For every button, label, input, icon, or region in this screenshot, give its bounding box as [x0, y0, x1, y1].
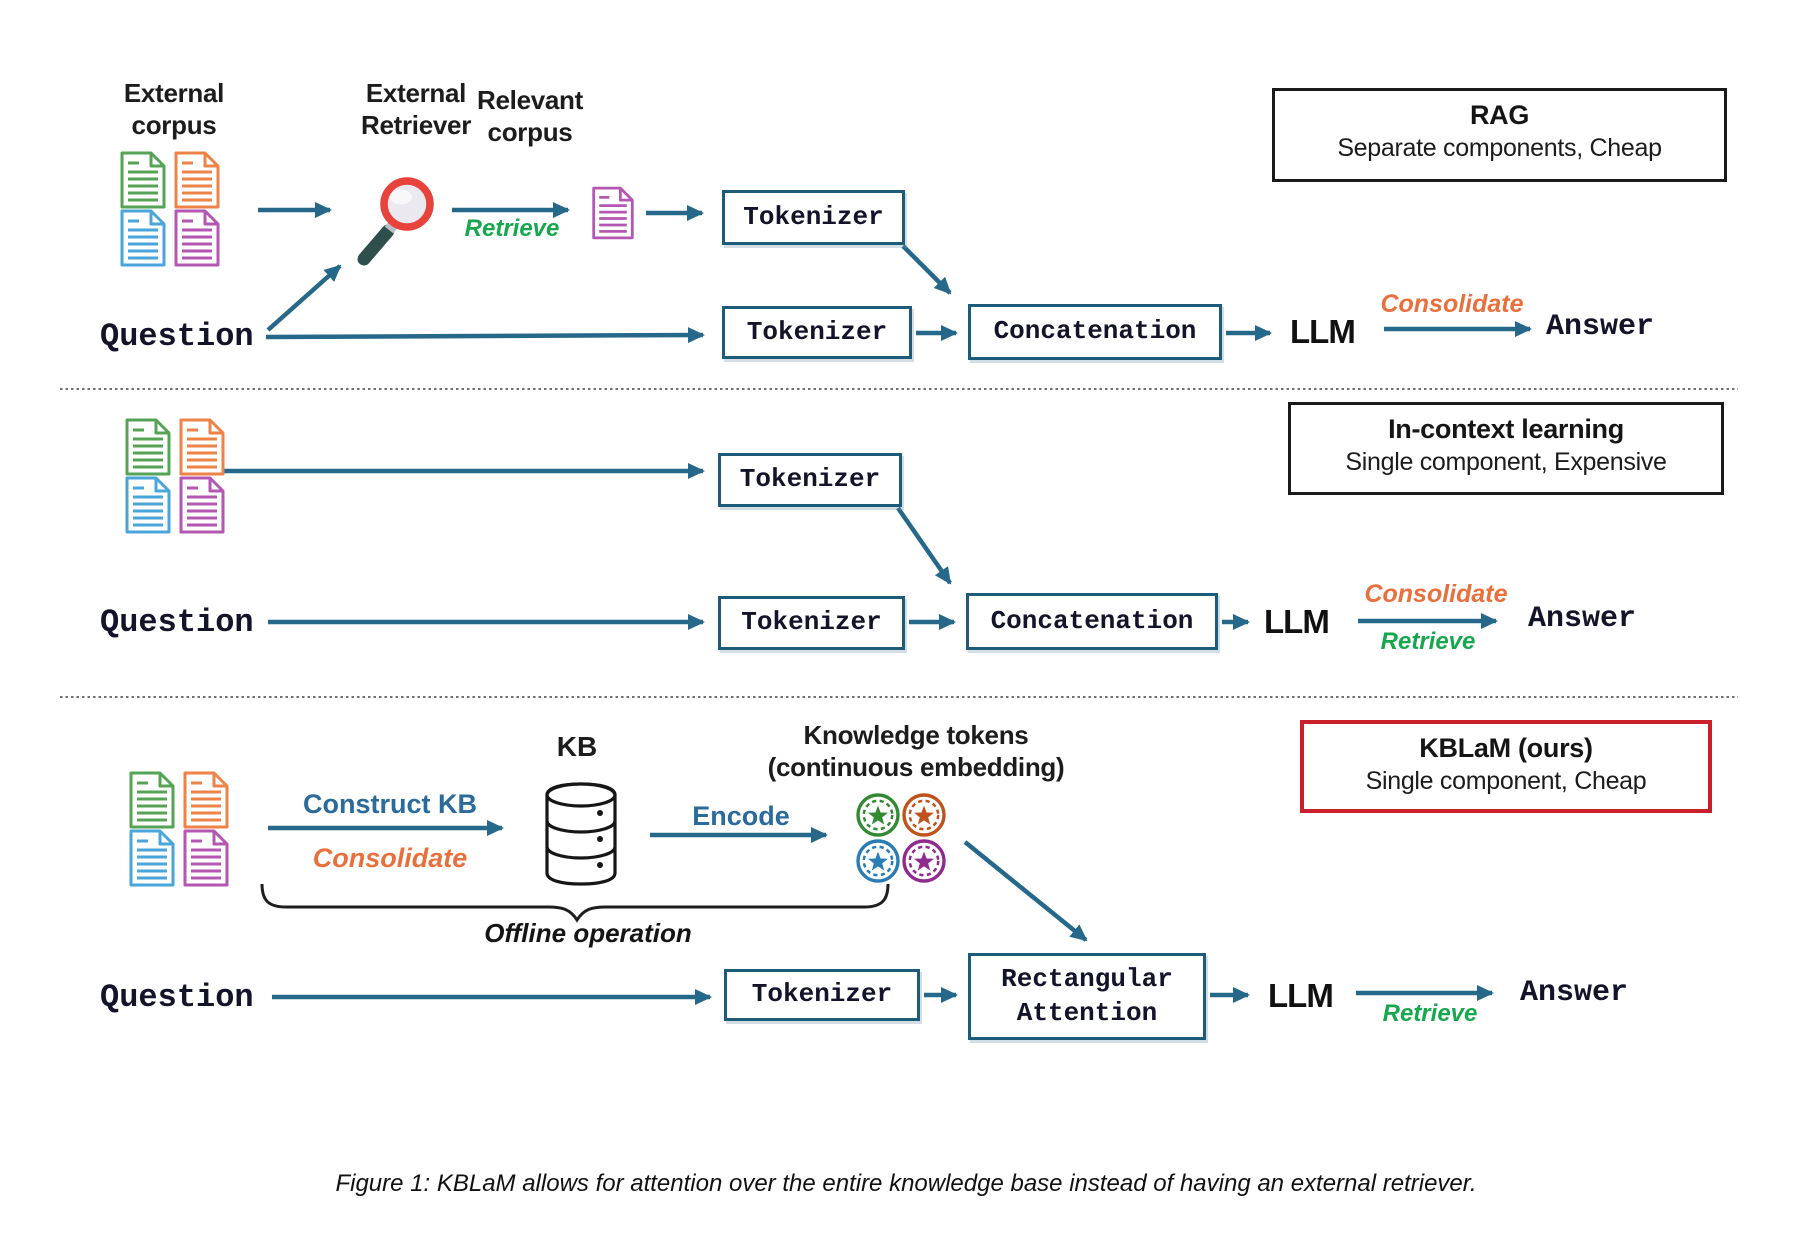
- answer-label-icl: Answer: [1528, 602, 1637, 636]
- retrieve-label-rag: Retrieve: [464, 215, 560, 242]
- icl-subtitle: Single component, Expensive: [1345, 448, 1667, 476]
- question-label-rag: Question: [100, 318, 254, 355]
- external-corpus-label: External corpus: [123, 78, 225, 140]
- arrow-tokenizer-to-concat-diag-icl: [896, 506, 952, 585]
- token-chips-icon: [856, 793, 946, 883]
- llm-label-icl: LLM: [1264, 603, 1330, 640]
- offline-operation-label: Offline operation: [484, 918, 692, 948]
- kblam-title-box: KBLaM (ours) Single component, Cheap: [1300, 720, 1712, 813]
- construct-kb-label: Construct KB: [303, 789, 477, 819]
- kb-label: KB: [556, 731, 598, 762]
- corpus-documents-icon-kblam: [129, 771, 229, 887]
- relevant-corpus-label: Relevant corpus: [477, 85, 583, 147]
- consolidate-label-kblam: Consolidate: [312, 843, 468, 873]
- tokenizer-box-kblam: Tokenizer: [724, 969, 920, 1021]
- rectangular-attention-box: Rectangular Attention: [968, 953, 1206, 1040]
- answer-label-kblam: Answer: [1520, 976, 1629, 1010]
- tokenizer-box-corpus-icl: Tokenizer: [718, 453, 902, 507]
- arrow-tokenizer-to-concat-diag-rag: [901, 244, 952, 295]
- llm-label-kblam: LLM: [1268, 977, 1334, 1014]
- tokenizer-box-corpus-rag: Tokenizer: [722, 190, 905, 245]
- database-icon: [545, 782, 617, 886]
- magnifier-icon: [357, 177, 434, 266]
- arrow-question-to-tokenizer-rag: [265, 327, 705, 344]
- tokenizer-box-question-rag: Tokenizer: [722, 306, 912, 359]
- retrieve-label-kblam: Retrieve: [1382, 1000, 1478, 1027]
- llm-label-rag: LLM: [1290, 313, 1356, 350]
- concatenation-box-icl: Concatenation: [966, 593, 1218, 650]
- figure-caption: Figure 1: KBLaM allows for attention ove…: [335, 1170, 1477, 1197]
- answer-label-rag: Answer: [1546, 310, 1655, 344]
- concatenation-box-rag: Concatenation: [968, 304, 1222, 360]
- rag-title-box: RAG Separate components, Cheap: [1272, 88, 1727, 182]
- retrieve-label-icl: Retrieve: [1380, 628, 1476, 655]
- question-label-icl: Question: [100, 604, 254, 641]
- consolidate-label-rag: Consolidate: [1380, 290, 1524, 318]
- arrow-question-to-retriever: [266, 264, 342, 332]
- consolidate-label-icl: Consolidate: [1364, 580, 1508, 608]
- external-corpus-documents-icon: [120, 151, 220, 267]
- relevant-corpus-document-icon: [592, 186, 634, 240]
- external-retriever-label: External Retriever: [360, 78, 472, 140]
- rag-title: RAG: [1469, 100, 1530, 130]
- arrow-tokens-to-attention: [963, 840, 1088, 942]
- offline-operation-brace: [260, 883, 890, 923]
- question-label-kblam: Question: [100, 979, 254, 1016]
- icl-title-box: In-context learning Single component, Ex…: [1288, 402, 1724, 495]
- icl-title: In-context learning: [1388, 414, 1624, 444]
- kblam-title: KBLaM (ours): [1419, 733, 1593, 763]
- kblam-subtitle: Single component, Cheap: [1365, 767, 1647, 795]
- tokenizer-box-question-icl: Tokenizer: [718, 596, 905, 650]
- rag-subtitle: Separate components, Cheap: [1337, 134, 1662, 162]
- corpus-documents-icon-icl: [125, 418, 225, 534]
- knowledge-tokens-label: Knowledge tokens (continuous embedding): [767, 720, 1065, 782]
- encode-label: Encode: [692, 801, 790, 831]
